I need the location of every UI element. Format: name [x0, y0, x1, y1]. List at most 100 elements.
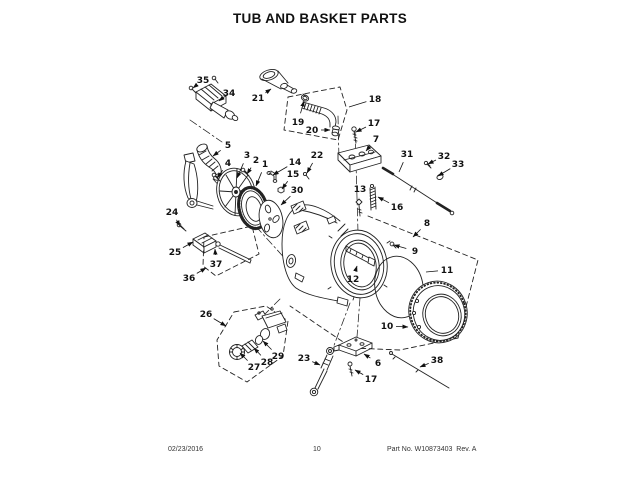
- part-17-bolt-bottom: [347, 361, 354, 377]
- leader-21-22: [306, 162, 313, 174]
- leader-4-5: [212, 149, 221, 157]
- leader-26-27: [239, 352, 248, 361]
- leader-2-3: [236, 163, 244, 179]
- callout-19-20: 20: [306, 126, 319, 136]
- leader-30-31: [398, 162, 404, 173]
- leader-9-10: [395, 324, 409, 329]
- leader-14-15: [281, 181, 289, 190]
- callout-29-30: 30: [291, 186, 304, 196]
- callout-22-23: 23: [298, 354, 311, 364]
- part-support-arm: [183, 152, 214, 210]
- part-32-screw: [423, 160, 432, 169]
- callout-35-36: 36: [183, 274, 196, 284]
- part-2-bolt: [240, 167, 250, 177]
- callout-26-27: 27: [248, 363, 261, 373]
- callout-3-4: 4: [225, 159, 231, 169]
- callout-21-22: 22: [311, 151, 324, 161]
- part-28-body: [241, 339, 259, 354]
- callout-9-10: 10: [381, 322, 394, 332]
- leader-15-16: [377, 196, 390, 204]
- callout-18-19: 19: [292, 118, 305, 128]
- callout-7-8: 8: [424, 219, 430, 229]
- callout-12-13: 13: [354, 185, 367, 195]
- part-23-shock-absorber: [309, 347, 334, 397]
- leader-33-34: [218, 95, 225, 102]
- leader-24-25: [182, 241, 194, 248]
- callout-4-5: 5: [225, 141, 231, 151]
- leader-8-9: [393, 244, 407, 249]
- leader-29-30: [280, 195, 291, 206]
- part-16-spring: [369, 183, 377, 211]
- part-24-bolt: [176, 222, 187, 232]
- leader-17-18: [348, 101, 367, 108]
- callout-layer: 1234567891011121314151617181920212223242…: [166, 76, 465, 385]
- leader-28-29: [262, 340, 272, 350]
- callout-16-17: 17: [368, 119, 381, 129]
- leader-31-32: [427, 159, 437, 165]
- leader-3-4: [216, 170, 224, 179]
- leader-34-35: [192, 82, 199, 89]
- leader-38-38: [419, 362, 429, 368]
- callout-17-18: 18: [369, 95, 382, 105]
- leader-20-21: [265, 88, 272, 95]
- leader-27-28: [253, 347, 262, 356]
- callout-11-12: 12: [347, 275, 360, 285]
- part-26-pump-kit-box: [216, 305, 289, 383]
- leader-1-2: [246, 167, 252, 175]
- part-37-shaft: [215, 241, 252, 264]
- callout-33-34: 34: [223, 89, 236, 99]
- footer-part-number: Part No. W10873403 Rev. A: [387, 446, 477, 453]
- leader-13-14: [272, 166, 288, 176]
- part-11-gasket: [374, 255, 424, 319]
- leader-32-33: [437, 168, 451, 177]
- callout-0-1: 1: [262, 160, 268, 170]
- part-19-clamp: [300, 94, 310, 102]
- part-22-screw: [302, 171, 310, 180]
- part-30-shield: [258, 199, 284, 239]
- callout-36-37: 37: [210, 260, 223, 270]
- leader-11-12: [353, 265, 358, 273]
- callout-25-26: 26: [200, 310, 213, 320]
- part-36-shaft-kit-box: [202, 225, 260, 277]
- leader-5-6: [363, 353, 371, 359]
- footer-page-number: 10: [313, 446, 321, 453]
- part-12-drive-shaft: [345, 245, 376, 267]
- part-18-hose-kit-box: [283, 86, 348, 141]
- leader-25-26: [213, 318, 227, 327]
- callout-14-15: 15: [287, 170, 300, 180]
- callout-37-17: 17: [365, 375, 378, 385]
- leader-23-24: [175, 219, 181, 227]
- leader-7-8: [412, 229, 421, 238]
- callout-2-3: 3: [244, 151, 250, 161]
- part-7-counterweight: [337, 144, 382, 173]
- part-29-ring: [254, 335, 264, 345]
- callout-32-33: 33: [452, 160, 465, 170]
- callout-30-31: 31: [401, 150, 414, 160]
- leader-16-17: [355, 126, 367, 133]
- callout-28-29: 29: [272, 352, 285, 362]
- part-drain-pump: [229, 307, 288, 360]
- callout-34-35: 35: [197, 76, 210, 86]
- part-6-bracket: [333, 336, 373, 357]
- part-outer-tub: [281, 200, 391, 307]
- callout-23-24: 24: [166, 208, 179, 218]
- leader-22-23: [312, 360, 321, 366]
- part-31-suspension-rod: [381, 166, 455, 216]
- footer-date: 02/23/2016: [168, 446, 204, 453]
- callout-8-9: 9: [412, 247, 418, 257]
- part-21-nozzle: [259, 68, 298, 94]
- leader-18-19: [300, 100, 305, 114]
- part-20-fitting: [331, 125, 340, 137]
- leader-6-7: [365, 145, 372, 152]
- callout-38-38: 38: [431, 356, 444, 366]
- leader-37-17: [354, 369, 364, 375]
- part-34-gearmotor: [195, 83, 239, 122]
- part-10-balance-ring: [408, 280, 468, 344]
- part-13-bolt: [355, 198, 363, 217]
- part-17-bolt-top: [351, 126, 358, 144]
- leader-35-36: [196, 267, 207, 274]
- page-title: TUB AND BASKET PARTS: [233, 11, 407, 26]
- part-14-elbow-fitting: [266, 170, 278, 183]
